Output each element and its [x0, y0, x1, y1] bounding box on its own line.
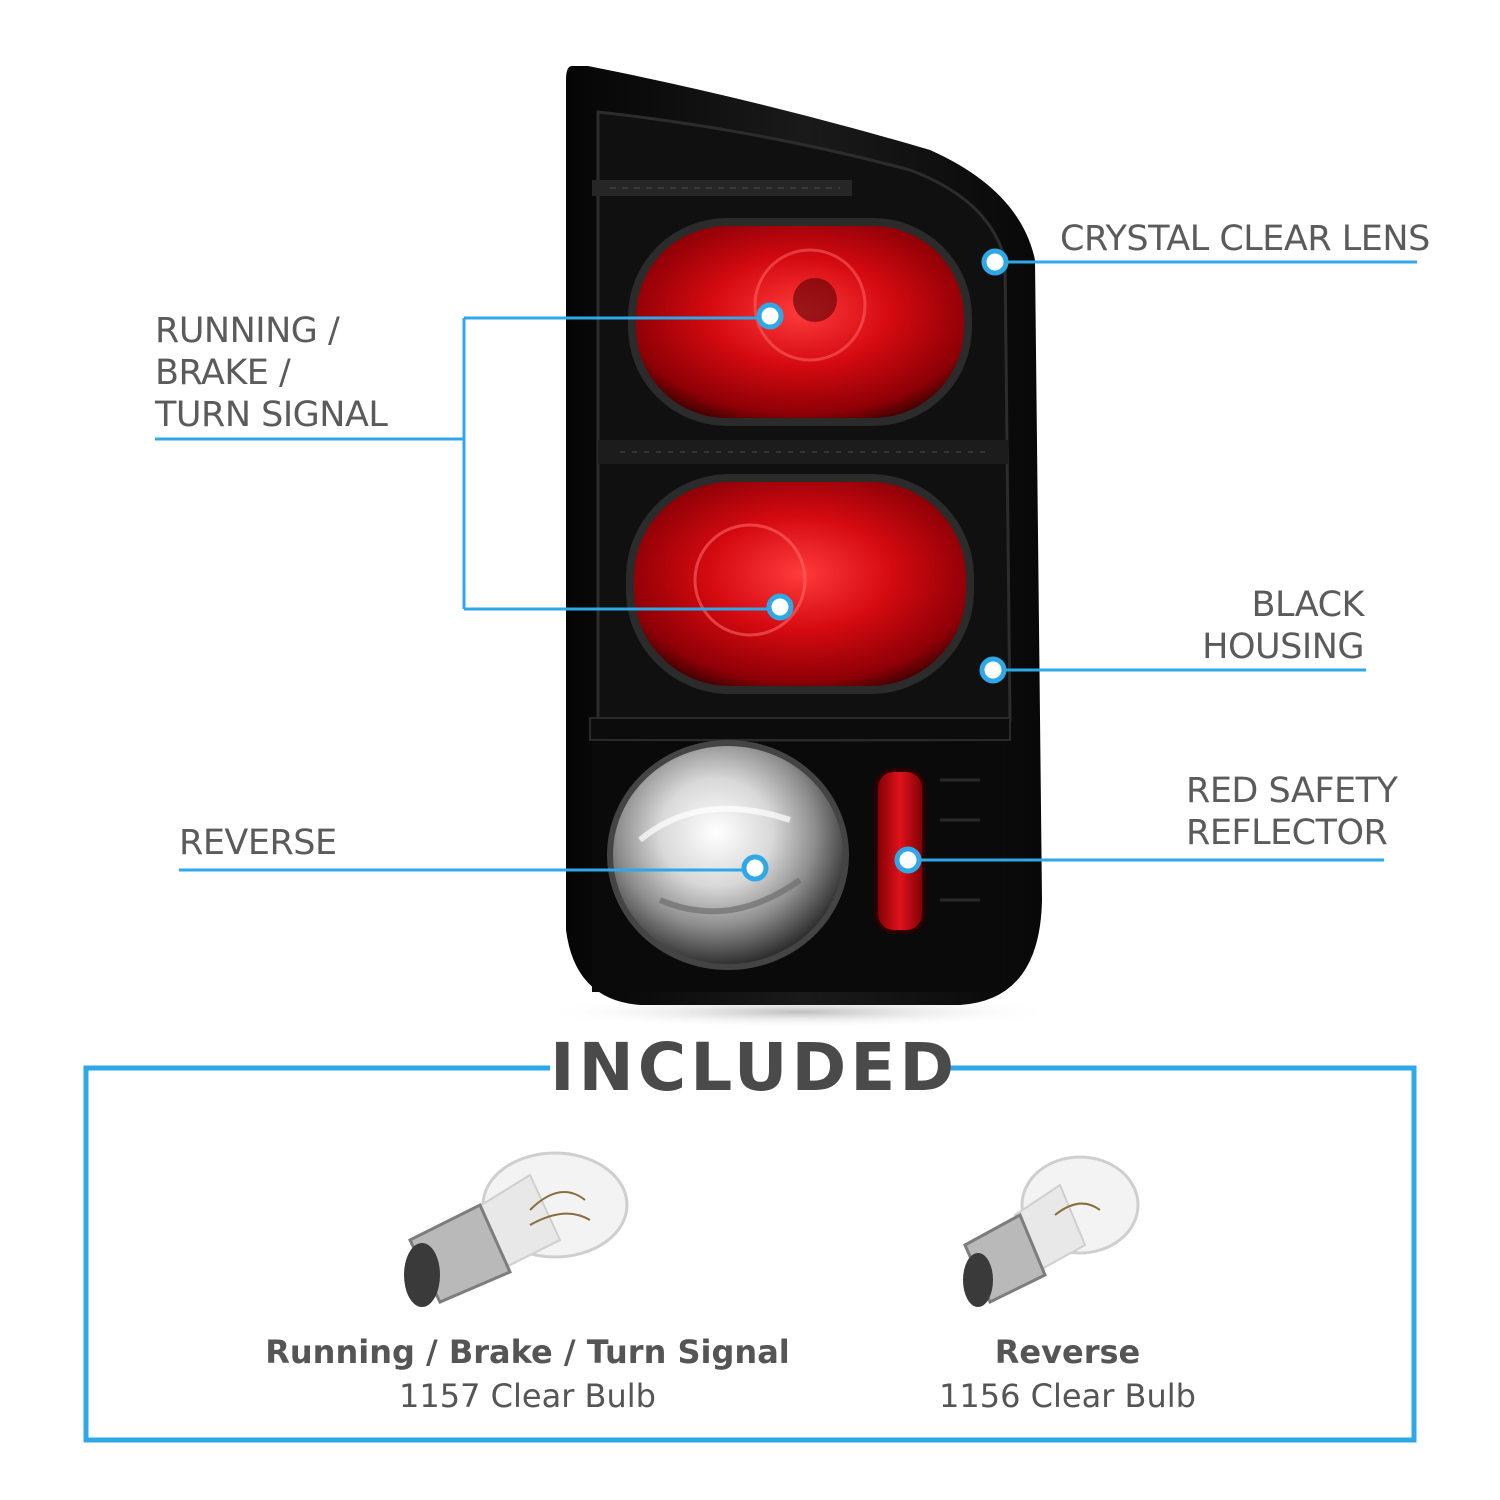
- lower-red-lens: [626, 474, 974, 694]
- callout-dots: [741, 248, 1009, 882]
- included-title: INCLUDED: [550, 1028, 959, 1108]
- bulb-spec: 1157 Clear Bulb: [399, 1377, 656, 1415]
- upper-red-lens: [628, 218, 972, 426]
- bulb-caption-1157: Running / Brake / Turn Signal 1157 Clear…: [250, 1330, 805, 1418]
- label-line: TURN SIGNAL: [155, 395, 388, 435]
- dual-filament-bulb-icon: [404, 1151, 629, 1307]
- label-red-safety-reflector: RED SAFETY REFLECTOR: [1186, 770, 1398, 854]
- label-line: BRAKE /: [155, 353, 291, 393]
- label-black-housing: BLACK HOUSING: [1202, 584, 1364, 668]
- label-running-brake-turn: RUNNING / BRAKE / TURN SIGNAL: [155, 310, 388, 436]
- bulb-spec: 1156 Clear Bulb: [939, 1377, 1196, 1415]
- bulb-name: Reverse: [994, 1333, 1141, 1371]
- label-line: REFLECTOR: [1186, 813, 1388, 853]
- included-frame: [83, 1065, 1417, 1443]
- reverse-lens: [607, 740, 849, 970]
- label-line: BLACK: [1251, 585, 1364, 625]
- label-line: RED SAFETY: [1186, 771, 1398, 811]
- bulb-caption-1156: Reverse 1156 Clear Bulb: [880, 1330, 1255, 1418]
- bulb-name: Running / Brake / Turn Signal: [265, 1333, 790, 1371]
- single-filament-bulb-icon: [963, 1155, 1140, 1307]
- label-crystal-clear-lens: CRYSTAL CLEAR LENS: [1060, 219, 1430, 259]
- label-line: RUNNING /: [155, 311, 340, 351]
- callout-lines: [155, 260, 1417, 872]
- label-line: HOUSING: [1202, 627, 1364, 667]
- label-reverse: REVERSE: [179, 823, 337, 863]
